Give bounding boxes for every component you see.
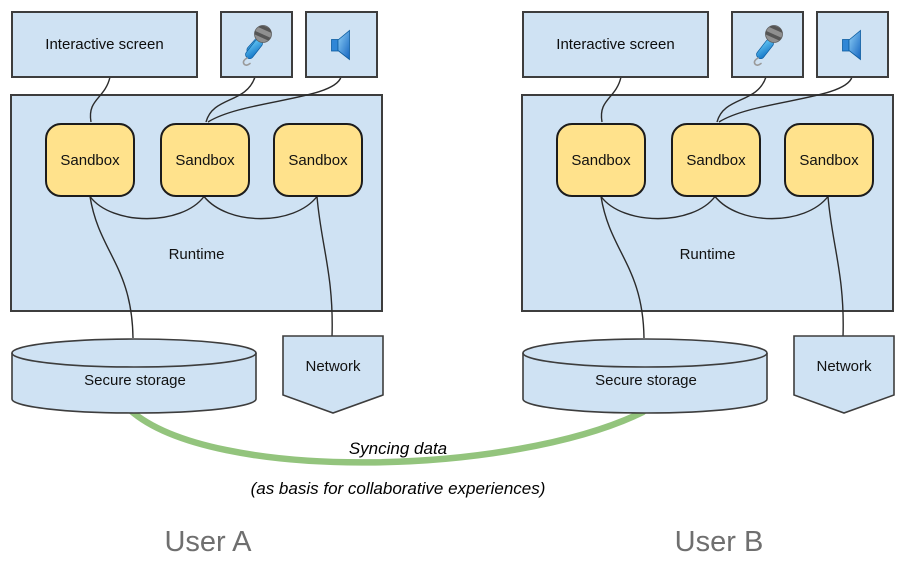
network-label: Network [305, 358, 361, 375]
sandbox-label: Sandbox [175, 151, 235, 169]
speaker-box [305, 11, 378, 78]
runtime-label: Runtime [679, 246, 736, 263]
user-b-label: User B [674, 526, 764, 558]
microphone-box [220, 11, 293, 78]
interactive-screen-box: Interactive screen [11, 11, 198, 78]
sandbox-label: Sandbox [288, 151, 348, 169]
sandbox-3: Sandbox [273, 123, 363, 197]
sandbox-label: Sandbox [686, 151, 746, 169]
user-a-label: User A [164, 526, 252, 558]
network-shape [282, 335, 384, 414]
microphone-box [731, 11, 804, 78]
sandbox-1: Sandbox [556, 123, 646, 197]
syncing-data-sublabel: (as basis for collaborative experiences) [250, 479, 546, 498]
sandbox-3: Sandbox [784, 123, 874, 197]
runtime-label: Runtime [168, 246, 225, 263]
sandbox-1: Sandbox [45, 123, 135, 197]
secure-storage-cylinder [522, 338, 768, 414]
network-shape [793, 335, 895, 414]
secure-storage-label: Secure storage [595, 372, 697, 389]
microphone-icon [242, 24, 272, 66]
sandbox-label: Sandbox [799, 151, 859, 169]
speaker-box [816, 11, 889, 78]
secure-storage-cylinder [11, 338, 257, 414]
user-a-system: Interactive screen [0, 0, 397, 430]
speaker-icon [330, 29, 350, 60]
sandbox-2: Sandbox [160, 123, 250, 197]
speaker-icon [841, 29, 861, 60]
network-label: Network [816, 358, 872, 375]
secure-storage-label: Secure storage [84, 372, 186, 389]
interactive-screen-box: Interactive screen [522, 11, 709, 78]
syncing-data-label: Syncing data [348, 439, 448, 458]
microphone-icon [753, 24, 783, 66]
user-b-system: Interactive screen [511, 0, 908, 430]
sandbox-2: Sandbox [671, 123, 761, 197]
sandbox-label: Sandbox [60, 151, 120, 169]
interactive-screen-label: Interactive screen [45, 36, 164, 53]
sandbox-label: Sandbox [571, 151, 631, 169]
interactive-screen-label: Interactive screen [556, 36, 675, 53]
